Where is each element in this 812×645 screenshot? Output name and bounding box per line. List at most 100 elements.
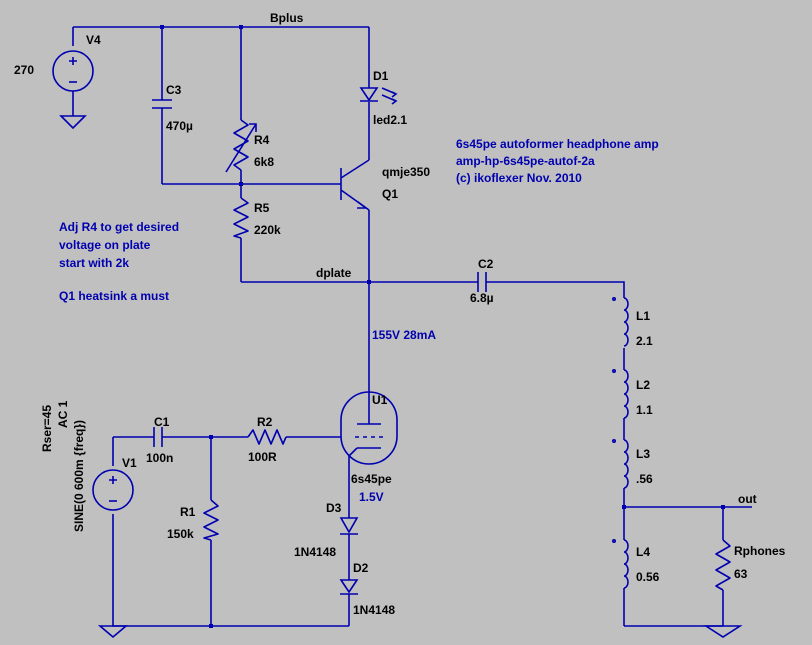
u1-triode-tube[interactable] (340, 391, 398, 465)
phase-dot (611, 538, 616, 543)
v1-voltage-source[interactable] (92, 469, 134, 511)
c1-name: C1 (154, 415, 170, 429)
transistor-collector (340, 159, 370, 179)
ground-icon (97, 625, 129, 639)
note-heatsink: Q1 heatsink a must (59, 289, 169, 303)
c3-capacitor[interactable] (152, 99, 172, 109)
v1-sine: SINE(0 600m {freq}) (72, 420, 86, 532)
ground-icon (59, 115, 87, 130)
variable-arrow-line (225, 123, 257, 173)
plus-icon (69, 57, 77, 65)
l4-name: L4 (636, 545, 650, 559)
phase-dot (611, 438, 616, 443)
resistor-zigzag (715, 539, 731, 591)
l4-value: 0.56 (636, 570, 660, 584)
rphones-resistor[interactable] (715, 539, 731, 591)
wire-bottom-left (112, 514, 349, 627)
tube-cathode-lead (348, 447, 358, 457)
wire-c2-to-l1 (486, 281, 625, 298)
u1-name: U1 (372, 393, 388, 407)
resistor-zigzag (247, 429, 287, 445)
junction-dot (622, 505, 626, 509)
inductor-coil (623, 539, 629, 589)
c3-name: C3 (166, 83, 182, 97)
d2-diode[interactable] (339, 579, 359, 595)
l1-name: L1 (636, 309, 650, 323)
v1-rser: Rser=45 (40, 405, 54, 452)
net-label-out: out (738, 492, 757, 506)
note-adjust-2: voltage on plate (59, 238, 151, 252)
note-cathode-v: 1.5V (359, 490, 384, 504)
v4-voltage-source[interactable] (52, 50, 94, 130)
c3-value: 470µ (166, 119, 193, 133)
v4-name: V4 (86, 33, 101, 47)
r1-resistor[interactable] (203, 499, 219, 541)
l2-inductor[interactable] (611, 368, 629, 419)
l4-inductor[interactable] (611, 538, 629, 589)
r2-resistor[interactable] (247, 429, 287, 445)
c2-name: C2 (478, 257, 494, 271)
title-line-3: (c) ikoflexer Nov. 2010 (456, 171, 582, 185)
junctions (160, 25, 725, 628)
d3-name: D3 (326, 501, 342, 515)
l2-value: 1.1 (636, 403, 653, 417)
capacitor-symbol (153, 427, 163, 447)
plus-icon (109, 476, 117, 484)
r5-name: R5 (254, 201, 270, 215)
emitter-arrow-icon (357, 201, 369, 209)
junction-dot (209, 435, 213, 439)
junction-dot (367, 280, 371, 284)
d2-name: D2 (353, 561, 369, 575)
q1-name: Q1 (382, 187, 398, 201)
junction-dot (721, 505, 725, 509)
title-line-2: amp-hp-6s45pe-autof-2a (456, 154, 595, 168)
capacitor-symbol (152, 99, 172, 109)
q1-value: qmje350 (382, 165, 430, 179)
q1-transistor[interactable] (340, 159, 370, 211)
diode-triangle (339, 579, 359, 594)
r4-value: 6k8 (254, 155, 274, 169)
d3-value: 1N4148 (294, 545, 336, 559)
v1-ac: AC 1 (56, 400, 70, 428)
r1-name: R1 (180, 505, 196, 519)
note-plate-op: 155V 28mA (372, 328, 436, 342)
diode-triangle (339, 517, 359, 534)
tube-envelope (340, 391, 398, 465)
d1-led[interactable] (359, 87, 398, 105)
l2-name: L2 (636, 378, 650, 392)
v4-value: 270 (14, 63, 34, 77)
net-label-dplate: dplate (316, 266, 352, 280)
ground-icon (703, 625, 743, 638)
d1-value: led2.1 (373, 113, 407, 127)
l3-inductor[interactable] (611, 438, 629, 489)
c1-capacitor[interactable] (153, 427, 163, 447)
junction-dot (160, 25, 164, 29)
l3-name: L3 (636, 447, 650, 461)
junction-dot (239, 182, 243, 186)
title-line-1: 6s45pe autoformer headphone amp (456, 137, 659, 151)
d3-diode[interactable] (339, 517, 359, 535)
capacitor-symbol (477, 272, 487, 292)
net-label-bplus: Bplus (270, 11, 304, 25)
l1-inductor[interactable] (611, 296, 629, 347)
resistor-zigzag (203, 499, 219, 541)
u1-value: 6s45pe (351, 472, 392, 486)
r5-resistor[interactable] (233, 197, 249, 239)
resistor-zigzag (233, 119, 249, 171)
rphones-name: Rphones (734, 544, 786, 558)
resistor-zigzag (233, 197, 249, 239)
c1-value: 100n (146, 451, 173, 465)
r1-value: 150k (167, 527, 194, 541)
r2-value: 100R (248, 450, 277, 464)
junction-dot (209, 624, 213, 628)
diode-triangle (359, 87, 379, 102)
variable-arrow-head (249, 123, 257, 132)
c2-capacitor[interactable] (477, 272, 487, 292)
r4-name: R4 (254, 133, 270, 147)
c2-value: 6.8µ (470, 291, 494, 305)
l1-value: 2.1 (636, 334, 653, 348)
r4-potentiometer[interactable] (225, 119, 257, 173)
inductor-coil (623, 369, 629, 419)
v1-name: V1 (122, 456, 137, 470)
r2-name: R2 (257, 415, 273, 429)
